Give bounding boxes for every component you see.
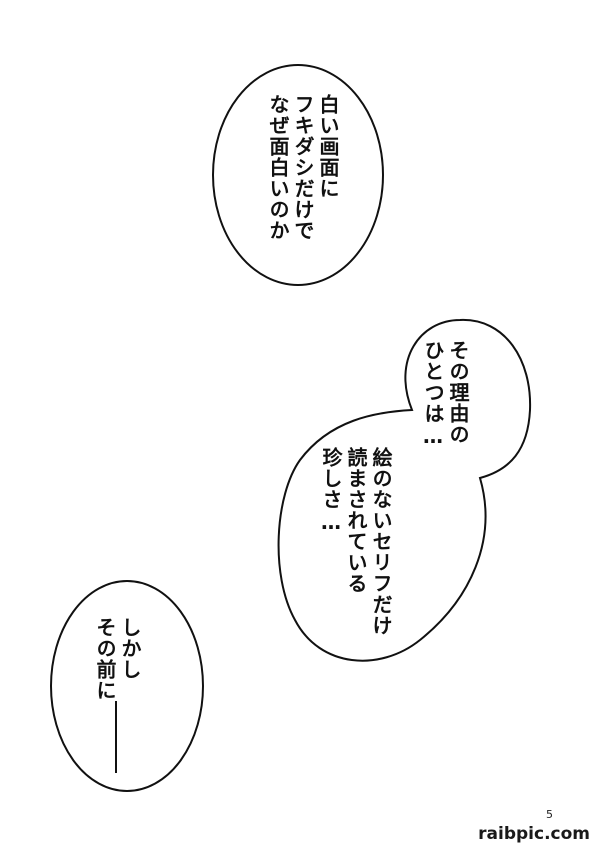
bubble-3-line-1: 絵のないセリフだけ (369, 447, 393, 636)
watermark: raibpic.com (478, 824, 590, 844)
bubble-1-line-1: 白い画面に (316, 94, 340, 199)
bubble-4-text: しかし その前に (92, 617, 142, 773)
bubble-1-text: 白い画面に フキダシだけで なぜ面白いのか (265, 94, 340, 241)
em-dash-mark (115, 701, 117, 773)
page-number: 5 (546, 808, 553, 821)
bubble-1-line-3: なぜ面白いのか (266, 94, 290, 241)
bubble-3-text: 絵のないセリフだけ 読まされている 珍しさ… (318, 447, 393, 636)
bubble-4-line-1: しかし (118, 617, 142, 680)
bubble-4-line-2-text: その前に (93, 617, 117, 701)
bubble-3-line-3: 珍しさ… (319, 447, 343, 535)
bubble-4-line-2: その前に (92, 617, 117, 773)
bubble-3-line-2: 読まされている (344, 447, 368, 594)
bubble-2-line-1: その理由の (446, 340, 470, 445)
speech-bubble-merged (277, 318, 532, 662)
bubble-2-text: その理由の ひとつは… (420, 340, 470, 449)
bubble-2-line-2: ひとつは… (421, 340, 445, 449)
bubble-1-line-2: フキダシだけで (291, 94, 315, 241)
